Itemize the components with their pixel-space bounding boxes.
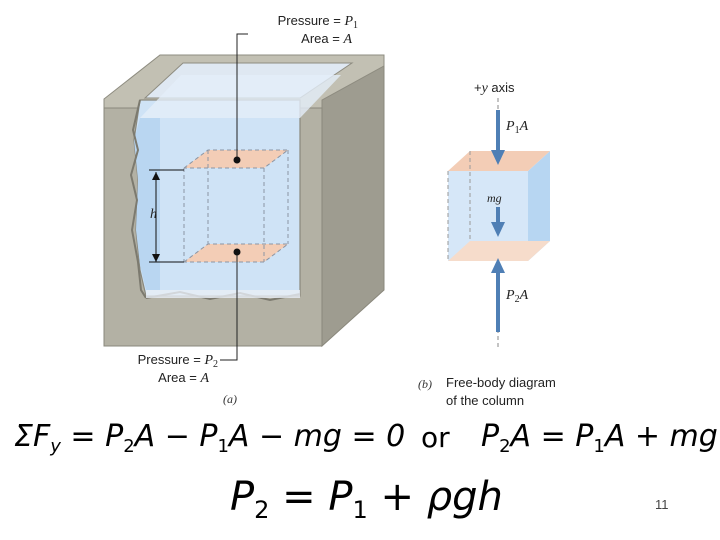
label-mg: mg — [487, 191, 502, 205]
eq3-b-sub: 1 — [352, 496, 368, 524]
label-y-axis: +y axis — [474, 80, 515, 96]
caption-b-line2: of the column — [446, 393, 525, 408]
label-pressure-top-text: Pressure = — [277, 13, 345, 28]
dot-top — [233, 156, 241, 164]
label-pressure-top: Pressure = P1 — [250, 13, 358, 33]
eq1-b: A − P — [134, 419, 218, 454]
label-area-bottom-var: A — [200, 371, 209, 386]
label-pressure-bottom-var: P — [204, 353, 213, 368]
equation-sum-forces: ΣFy = P2A − P1A − mg = 0 — [14, 419, 405, 457]
label-pressure-top-var: P — [344, 14, 353, 29]
label-area-top-var: A — [343, 32, 352, 47]
label-area-bottom: Area = A — [100, 370, 209, 386]
label-area-top-text: Area = — [301, 31, 344, 46]
eq3-b: = P — [269, 474, 353, 520]
slide-number: 11 — [655, 497, 669, 512]
dot-bottom — [233, 248, 241, 256]
eq1-a: = P — [60, 419, 124, 454]
label-p1a-area: A — [519, 119, 529, 134]
eq2-b: A = P — [510, 419, 594, 454]
label-p2a-sub: 2 — [514, 294, 520, 305]
label-pressure-bottom: Pressure = P2 — [100, 352, 218, 372]
label-area-bottom-text: Area = — [158, 370, 201, 385]
label-p2a-area: A — [519, 288, 529, 303]
caption-b-letter: (b) — [418, 377, 432, 391]
label-y-axis-word: axis — [487, 80, 515, 95]
fbd-right-face — [528, 151, 550, 261]
eq2-b-sub: 1 — [593, 436, 605, 457]
eq2-a-sub: 2 — [499, 436, 511, 457]
broken-edge-left — [129, 99, 147, 299]
arrow-p1a-head — [491, 150, 505, 165]
eq1-c: A − mg = 0 — [228, 419, 406, 454]
water-left-shade — [134, 118, 160, 290]
leader-bottom — [220, 252, 238, 361]
arrow-mg-head — [491, 222, 505, 237]
eq1-sum-sub: y — [50, 436, 61, 457]
label-height: h — [150, 207, 157, 222]
label-p2a-var: P — [506, 288, 515, 303]
eq3-a-sub: 2 — [254, 496, 270, 524]
fbd-bottom-face — [448, 241, 550, 261]
eq3-c: + ρgh — [367, 474, 503, 520]
eq1-b-sub: 1 — [217, 436, 229, 457]
water-surface — [140, 75, 341, 118]
eq2-a: P — [481, 419, 500, 454]
caption-a: (a) — [223, 392, 237, 406]
eq1-a-sub: 2 — [123, 436, 135, 457]
label-y-axis-sign: + — [474, 80, 482, 95]
bottom-floor — [146, 290, 300, 298]
label-pressure-bottom-text: Pressure = — [137, 352, 205, 367]
equation-connector: or — [421, 421, 450, 454]
label-p2a: P2A — [506, 287, 528, 307]
eq2-c: A + mg — [604, 419, 718, 454]
equation-final: P2 = P1 + ρgh — [230, 474, 503, 524]
leader-top — [236, 33, 248, 160]
eq3-a: P — [230, 474, 255, 520]
arrow-p2a-head — [491, 258, 505, 273]
label-p1a-var: P — [506, 119, 515, 134]
label-p1a: P1A — [506, 118, 528, 138]
eq1-sum: ΣF — [14, 419, 51, 454]
label-p1a-sub: 1 — [514, 125, 520, 136]
label-y-axis-var: y — [481, 81, 488, 96]
label-pressure-top-sub: 1 — [353, 20, 358, 31]
label-pressure-bottom-sub: 2 — [213, 359, 218, 370]
caption-b-line1: Free-body diagram — [446, 375, 556, 390]
label-area-top: Area = A — [250, 31, 352, 47]
equation-p2a: P2A = P1A + mg — [481, 419, 718, 457]
fbd-front-face — [448, 171, 528, 261]
